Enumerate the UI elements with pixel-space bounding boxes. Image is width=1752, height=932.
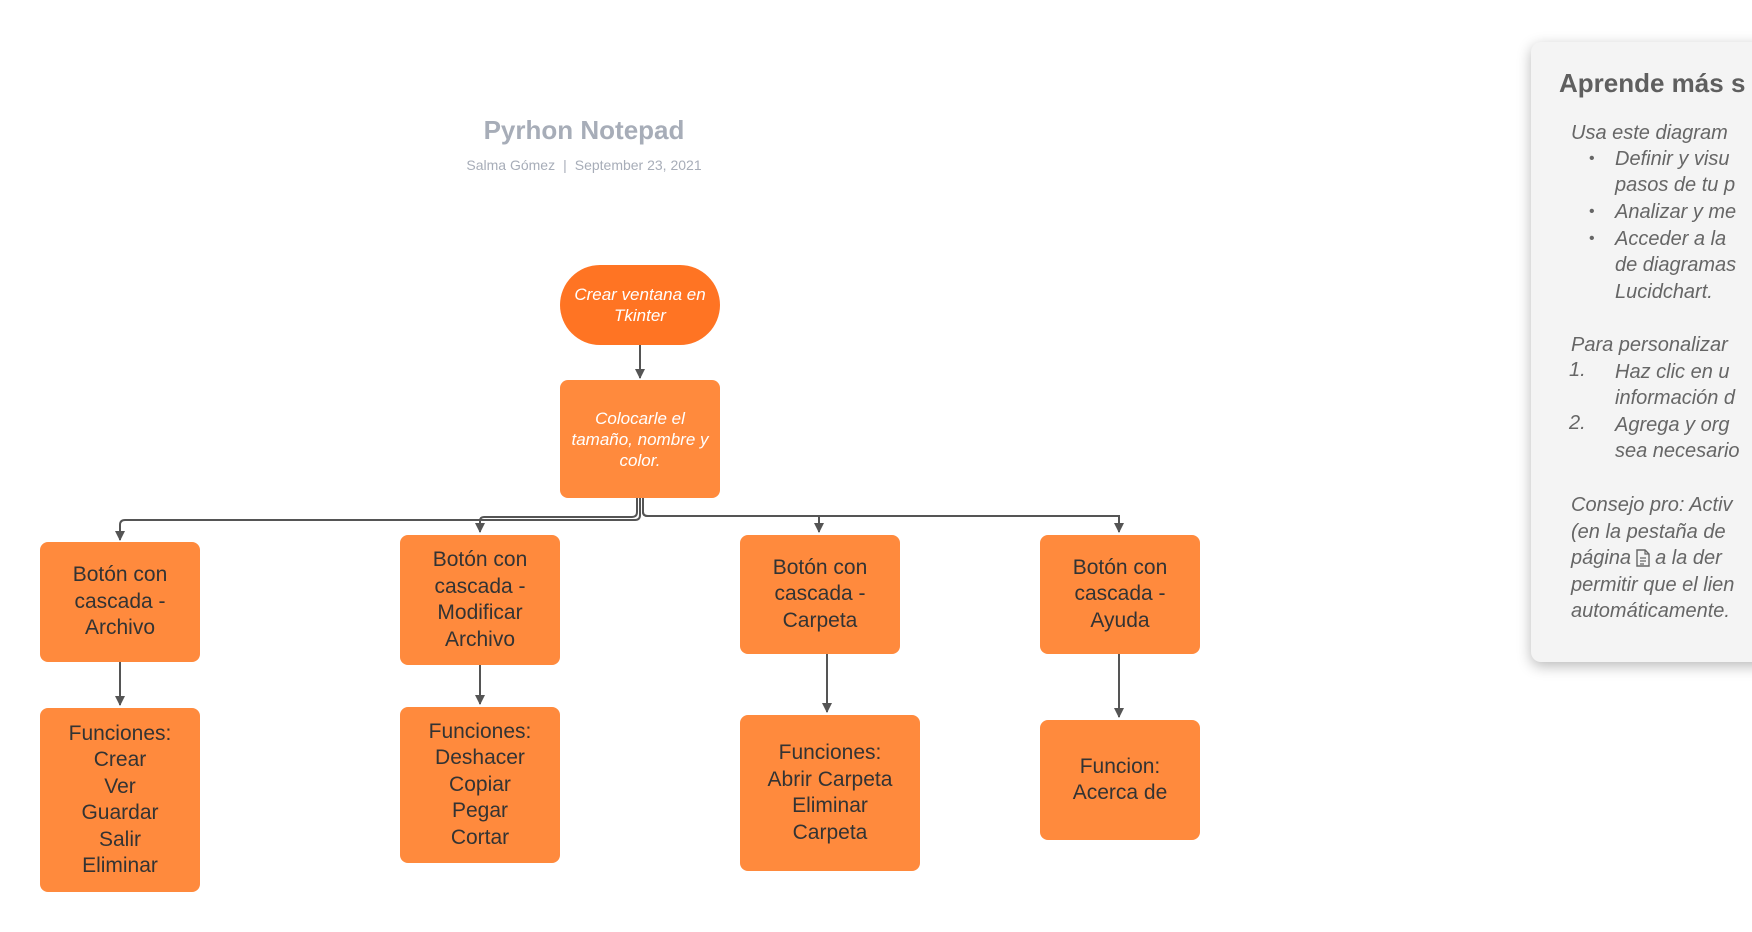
step-number: 2. (1569, 412, 1586, 434)
bullet-3-line-1: Acceder a la (1615, 228, 1727, 250)
bullet-3-line-2: de diagramas (1615, 254, 1737, 276)
bullet-3-line-3: Lucidchart. (1615, 281, 1713, 303)
step-1-line-1: Haz clic en u (1615, 361, 1730, 383)
node-button-carpeta[interactable]: Botón con cascada - Carpeta (740, 535, 900, 654)
document-meta: Salma Gómez | September 23, 2021 (0, 157, 1168, 173)
node-button-modificar[interactable]: Botón con cascada - Modificar Archivo (400, 535, 560, 665)
node-functions-modificar[interactable]: Funciones: Deshacer Copiar Pegar Cortar (400, 707, 560, 863)
connector-step-to-ayuda (642, 498, 1124, 533)
process-node[interactable]: Colocarle el tamaño, nombre y color. (560, 380, 720, 498)
tip-line-3: página a la der (1571, 545, 1722, 572)
learn-more-panel: Aprende más s Usa este diagram • Definir… (1531, 42, 1752, 662)
connector-step-to-modificar (475, 498, 638, 533)
node-button-archivo[interactable]: Botón con cascada - Archivo (40, 542, 200, 662)
tip-line-4: permitir que el lien (1571, 574, 1735, 596)
tip-line-2: (en la pestaña de (1571, 521, 1726, 543)
node-functions-carpeta[interactable]: Funciones: Abrir Carpeta Eliminar Carpet… (740, 715, 920, 871)
customize-intro: Para personalizar (1571, 334, 1728, 356)
tip-line-3-start: página (1571, 547, 1632, 569)
node-functions-archivo[interactable]: Funciones: Crear Ver Guardar Salir Elimi… (40, 708, 200, 892)
bullet-dot: • (1589, 203, 1595, 220)
bullet-dot: • (1589, 230, 1595, 247)
author-name: Salma Gómez (466, 157, 556, 173)
step-number: 1. (1569, 359, 1586, 381)
connector-step-to-archivo (115, 498, 641, 541)
node-button-ayuda[interactable]: Botón con cascada - Ayuda (1040, 535, 1200, 654)
bullet-1-line-1: Definir y visu (1615, 148, 1730, 170)
panel-intro: Usa este diagram (1571, 122, 1728, 144)
step-2-line-1: Agrega y org (1615, 414, 1730, 436)
bullet-1-line-2: pasos de tu p (1615, 174, 1736, 196)
tip-line-5: automáticamente. (1571, 600, 1730, 622)
page-title: Pyrhon Notepad (483, 115, 685, 145)
bullet-dot: • (1589, 150, 1595, 167)
step-1-line-2: información d (1615, 387, 1736, 409)
node-functions-ayuda[interactable]: Funcion: Acerca de (1040, 720, 1200, 840)
panel-title: Aprende más s (1559, 68, 1746, 98)
meta-separator: | (563, 157, 567, 173)
tip-line-1: Consejo pro: Activ (1571, 494, 1733, 516)
tip-line-3-end: a la der (1655, 547, 1722, 569)
document-icon[interactable] (1636, 549, 1650, 567)
start-node[interactable]: Crear ventana en Tkinter (560, 265, 720, 345)
document-date: September 23, 2021 (574, 157, 702, 173)
step-2-line-2: sea necesario (1615, 440, 1740, 462)
bullet-2-line-1: Analizar y me (1615, 201, 1737, 223)
